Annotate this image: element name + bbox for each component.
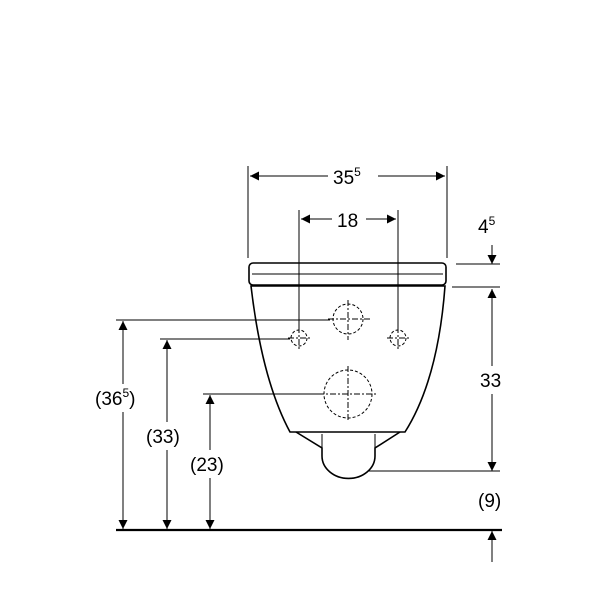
hole-centerlines [288,300,409,420]
dim-bowl-height: 33 [480,371,501,392]
dim-bottom-gap: (9) [478,491,501,512]
dim-drain-height: (23) [190,455,224,476]
dim-side-hole-height: (33) [146,427,180,448]
dim-total-width: 355 [333,165,361,189]
dimension-lines [118,171,497,562]
dim-seat-thickness: 45 [478,214,496,238]
dim-top-hole-height: (365) [95,386,135,410]
extension-lines [116,166,500,472]
dim-hole-spacing: 18 [337,211,358,232]
